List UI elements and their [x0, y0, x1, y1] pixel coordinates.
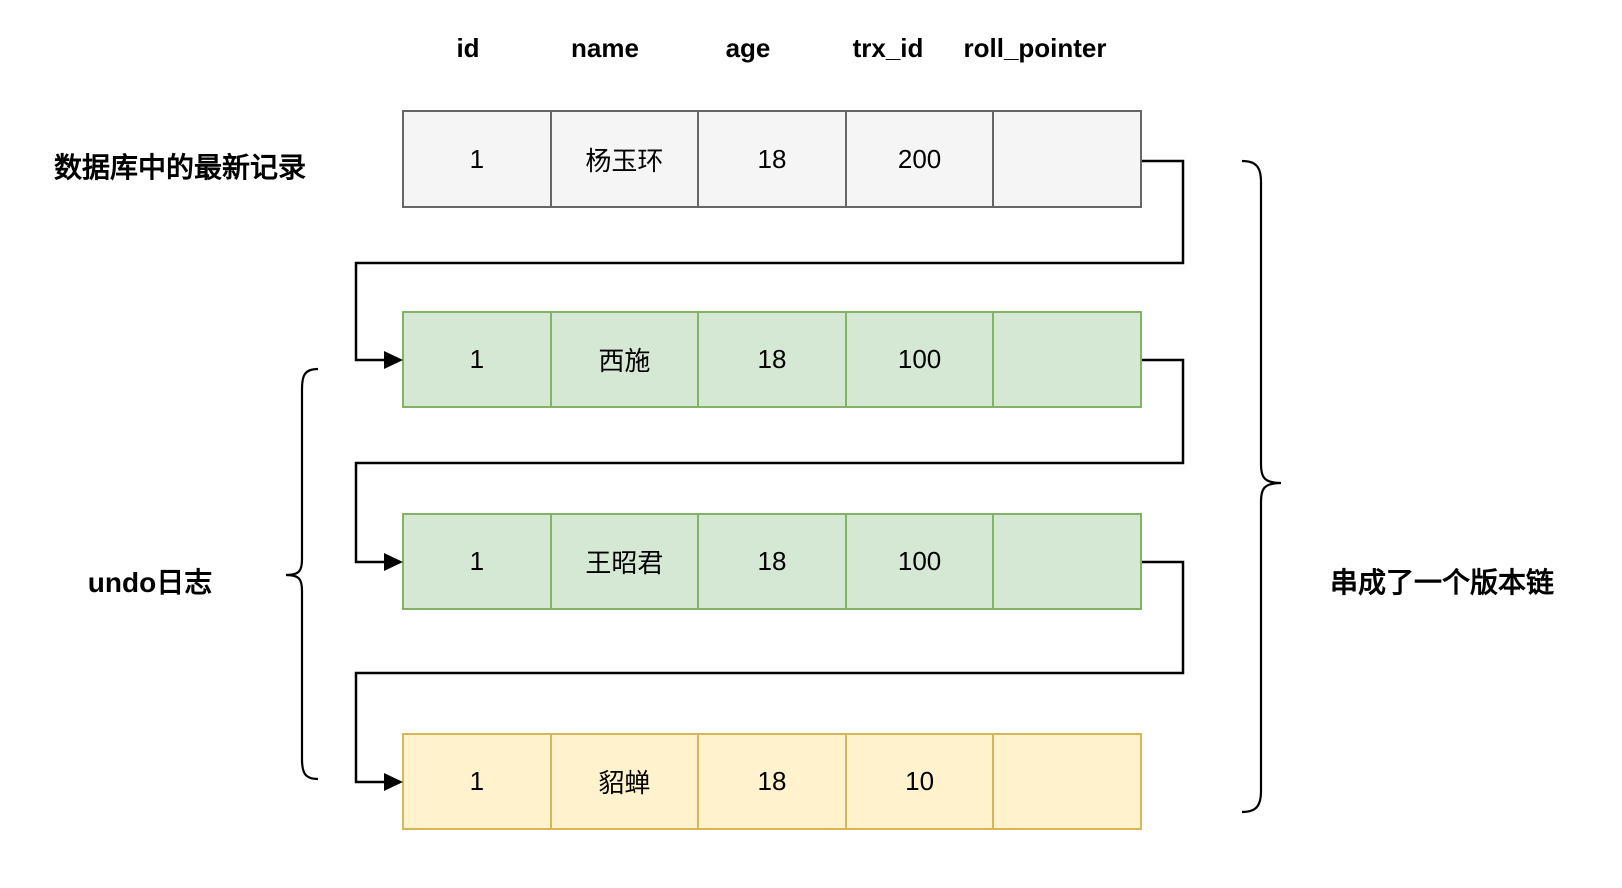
record-row-latest: 1 杨玉环 18 200 — [402, 110, 1142, 208]
version-chain-label: 串成了一个版本链 — [1329, 567, 1554, 598]
undo-log-brace — [285, 367, 319, 781]
cell-trx-id: 10 — [844, 735, 993, 828]
record-row-undo-1: 1 西施 18 100 — [402, 311, 1142, 408]
cell-roll-pointer — [992, 515, 1140, 608]
column-header-id: id — [456, 33, 480, 63]
cell-trx-id: 100 — [844, 515, 993, 608]
cell-id: 1 — [469, 344, 485, 374]
record-row-undo-2: 1 王昭君 18 100 — [402, 513, 1142, 610]
cell-age: 18 — [697, 313, 845, 406]
cell-name: 王昭君 — [549, 515, 698, 608]
cell-id: 1 — [469, 546, 485, 576]
cell-trx-id: 100 — [844, 313, 993, 406]
column-header-trx-id: trx_id — [852, 33, 924, 63]
latest-record-label: 数据库中的最新记录 — [53, 152, 306, 183]
cell-roll-pointer — [992, 112, 1140, 206]
cell-name: 杨玉环 — [549, 112, 698, 206]
cell-roll-pointer — [992, 313, 1140, 406]
column-header-age: age — [725, 33, 771, 63]
cell-name: 西施 — [549, 313, 698, 406]
undo-log-label: undo日志 — [87, 567, 213, 598]
column-header-roll-pointer: roll_pointer — [963, 33, 1107, 63]
cell-age: 18 — [697, 515, 845, 608]
cell-age: 18 — [697, 112, 845, 206]
cell-name: 貂蝉 — [549, 735, 698, 828]
arrowhead-2 — [384, 553, 403, 571]
cell-roll-pointer — [992, 735, 1140, 828]
cell-id: 1 — [469, 143, 485, 174]
cell-age: 18 — [697, 735, 845, 828]
version-chain-brace — [1241, 159, 1282, 814]
arrowhead-3 — [384, 773, 403, 791]
cell-trx-id: 200 — [844, 112, 993, 206]
cell-id: 1 — [469, 766, 485, 796]
arrowhead-1 — [384, 351, 403, 369]
record-row-undo-3: 1 貂蝉 18 10 — [402, 733, 1142, 830]
column-header-name: name — [571, 33, 639, 63]
